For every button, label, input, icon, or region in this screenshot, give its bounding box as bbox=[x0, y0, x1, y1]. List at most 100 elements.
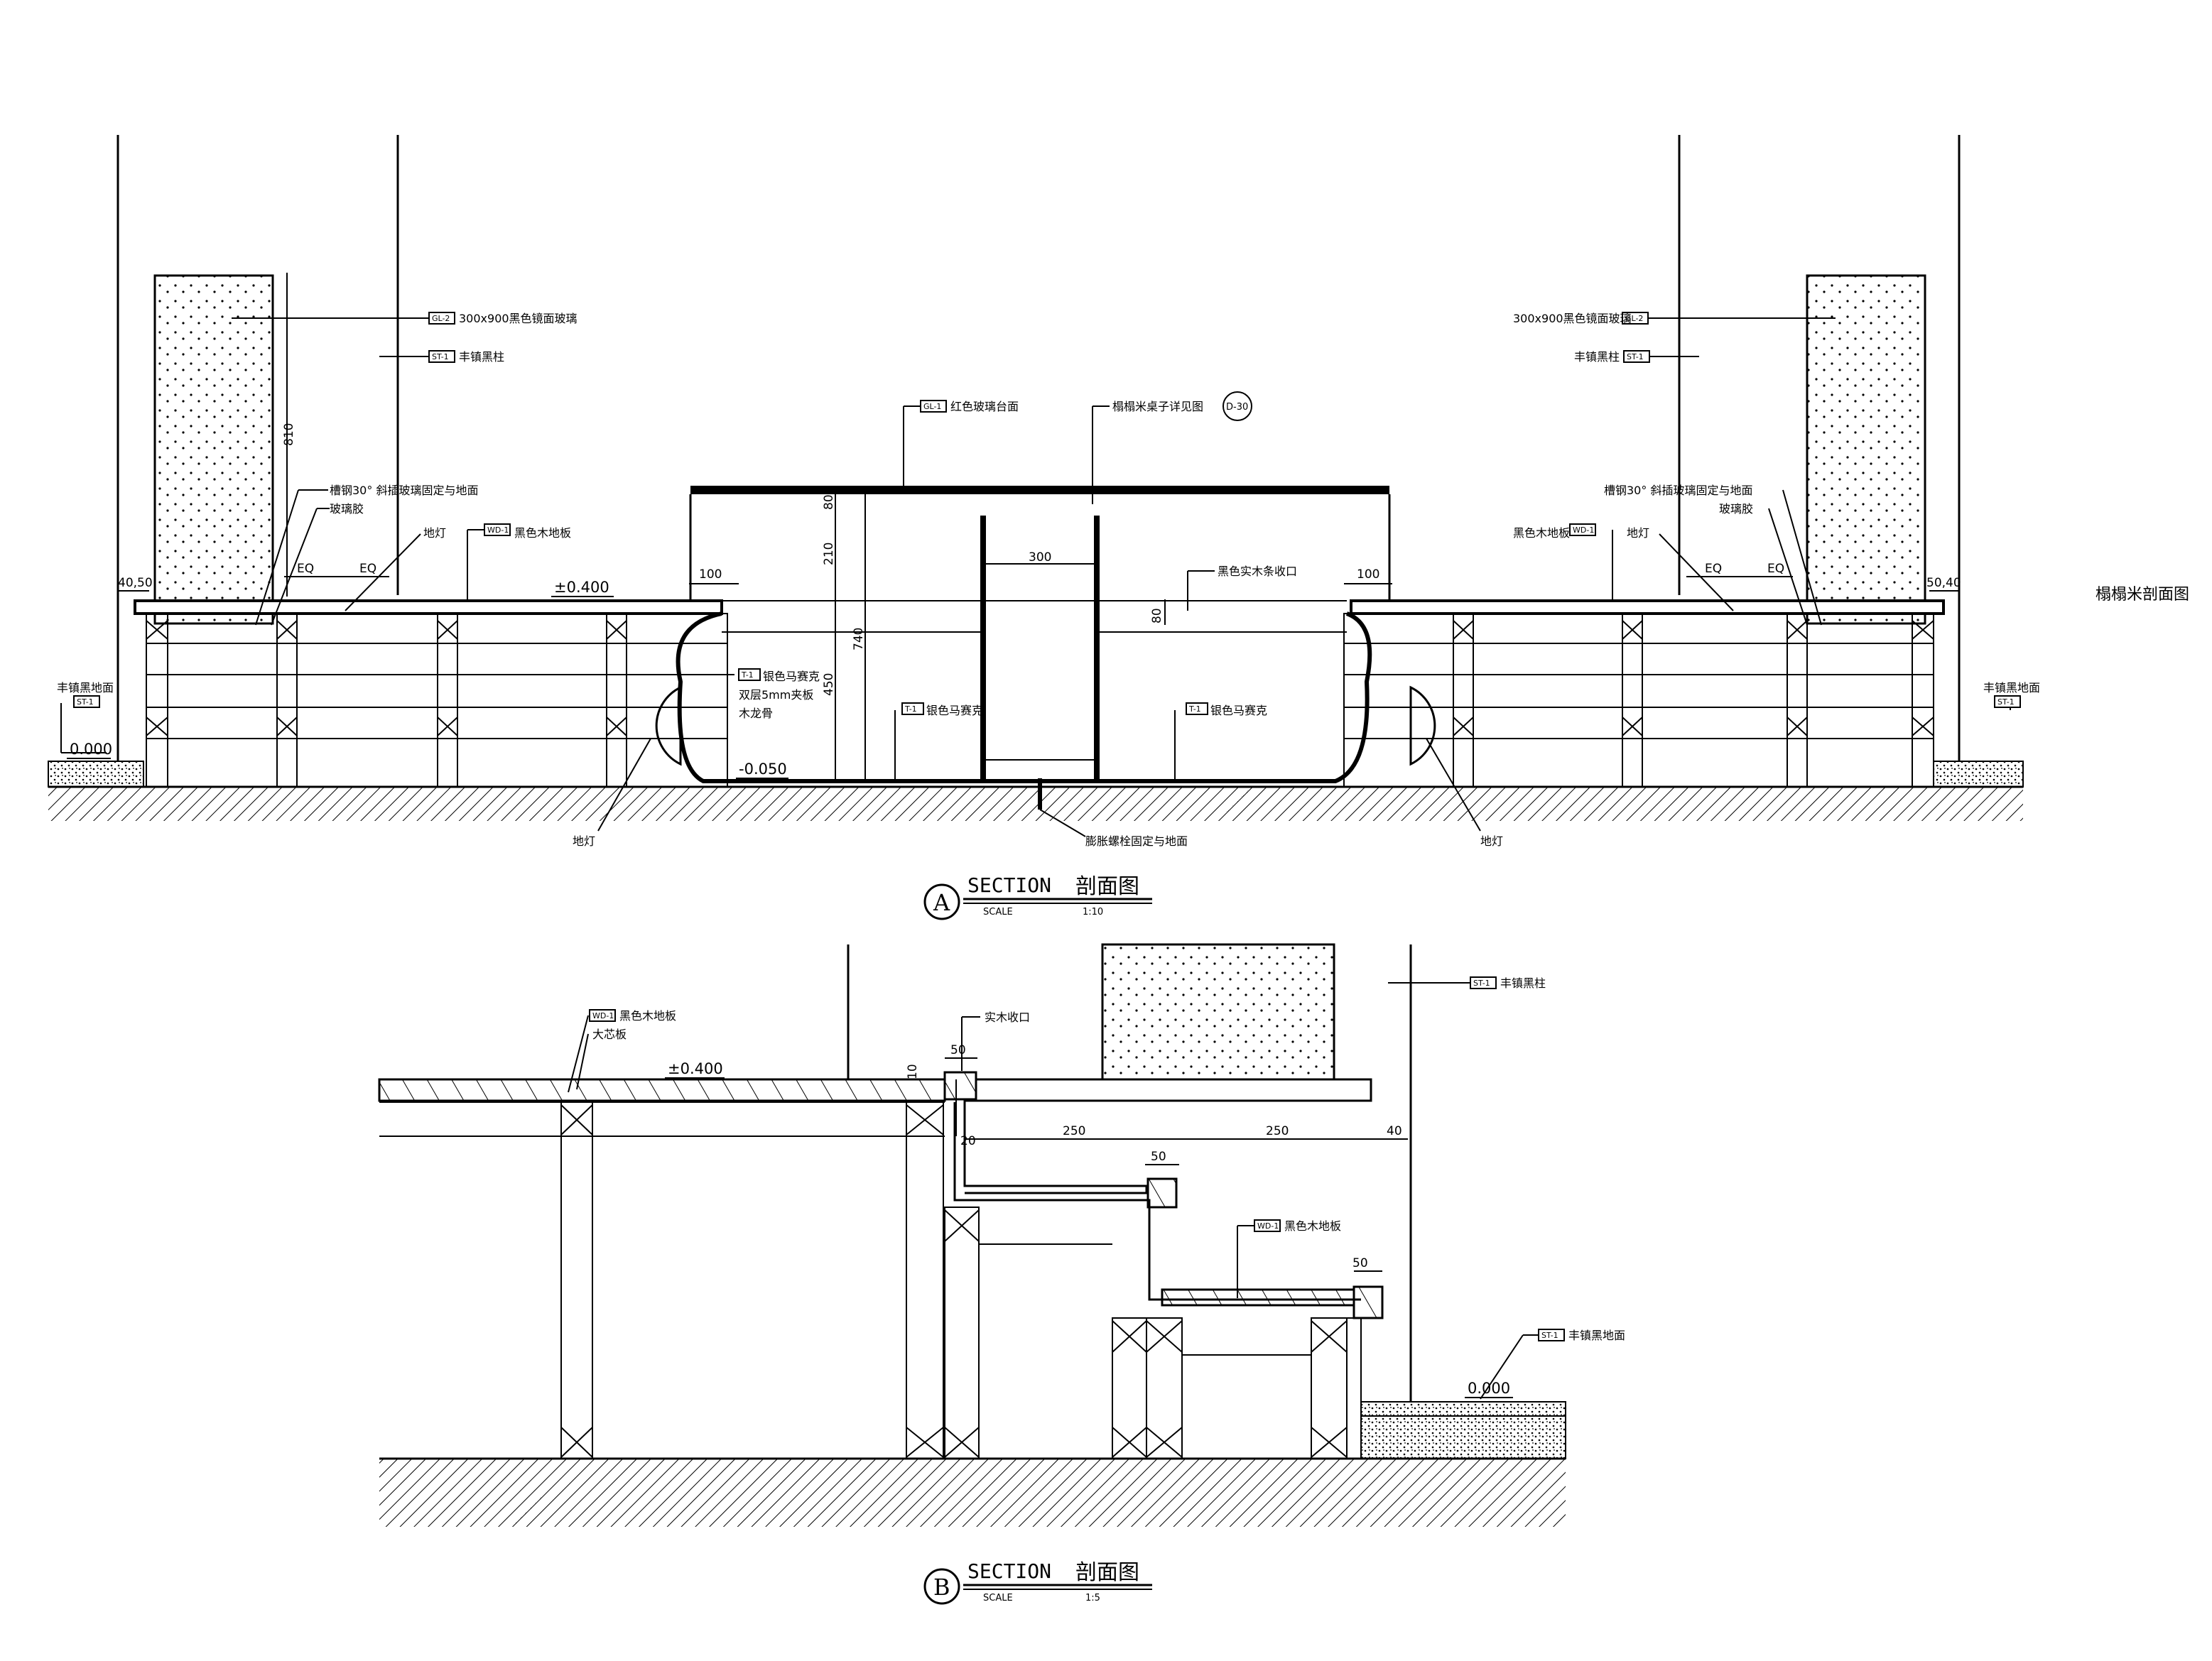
tag-gl2-right: GL-2 bbox=[1625, 314, 1643, 323]
label-mosaic-3: 银色马赛克 bbox=[1210, 704, 1267, 717]
tag-st1-ground-left: ST-1 bbox=[77, 697, 94, 707]
tag-wd1-right: WD-1 bbox=[1573, 525, 1594, 535]
tag-gl1: GL-1 bbox=[923, 402, 941, 411]
dim-eq-1: EQ bbox=[297, 562, 314, 576]
level-pit-a: -0.050 bbox=[739, 761, 787, 778]
scale-label-b: SCALE bbox=[983, 1593, 1013, 1603]
label-core-board: 大芯板 bbox=[592, 1028, 627, 1041]
dim-eq-2: EQ bbox=[359, 562, 376, 576]
dim-100-right: 100 bbox=[1357, 567, 1379, 582]
tag-t1-c: T-1 bbox=[1188, 704, 1201, 714]
frame-right bbox=[1343, 613, 1934, 788]
trim-b-2 bbox=[1146, 1177, 1178, 1209]
ground-hatch-b bbox=[379, 1459, 1566, 1527]
label-wood-floor-right: 黑色木地板 bbox=[1513, 526, 1570, 540]
dim-450: 450 bbox=[822, 673, 836, 696]
level-floor-a: ±0.400 bbox=[554, 579, 609, 596]
dimension-lines-a bbox=[118, 273, 1959, 780]
tag-gl2-left: GL-2 bbox=[432, 314, 450, 323]
leader-lines-a bbox=[60, 317, 2011, 837]
dim-b-40: 40 bbox=[1387, 1124, 1402, 1138]
label-table-ref: 榻榻米桌子详见图 bbox=[1112, 400, 1203, 413]
frame-left bbox=[146, 613, 728, 788]
label-light-bottom-right: 地灯 bbox=[1480, 834, 1503, 848]
label-glass-right: 300x900黑色镜面玻璃 bbox=[1513, 312, 1632, 325]
dim-740: 740 bbox=[852, 628, 866, 650]
levels-b: ±0.400 0.000 bbox=[665, 1060, 1513, 1398]
label-bolt: 膨胀螺栓固定与地面 bbox=[1085, 834, 1188, 848]
dim-210: 210 bbox=[822, 543, 836, 565]
dim-b-50a: 50 bbox=[950, 1043, 966, 1057]
title-a: SECTION bbox=[967, 873, 1051, 897]
label-side-title: 榻榻米剖面图 bbox=[2096, 586, 2189, 604]
tag-wd1-left: WD-1 bbox=[487, 525, 509, 535]
label-wood-floor-left: 黑色木地板 bbox=[514, 526, 571, 540]
ground-hatch-a bbox=[48, 787, 2023, 821]
dim-80-trim: 80 bbox=[1150, 608, 1164, 623]
label-wood-floor-b-1: 黑色木地板 bbox=[619, 1009, 676, 1023]
tag-st1-b-1: ST-1 bbox=[1473, 979, 1490, 988]
floor-light-left bbox=[655, 685, 682, 766]
label-column-right: 丰镇黑柱 bbox=[1574, 350, 1620, 364]
step-profile bbox=[963, 1078, 1372, 1194]
title-a-cn: 剖面图 bbox=[1075, 874, 1139, 899]
ground-finish-b bbox=[1360, 1401, 1566, 1459]
label-solid-trim: 实木收口 bbox=[985, 1011, 1030, 1024]
dim-edge-right: 50,40 bbox=[1926, 576, 1961, 590]
mirror-glass-b bbox=[1101, 943, 1335, 1081]
dim-b-50b: 50 bbox=[1151, 1150, 1166, 1164]
dim-300: 300 bbox=[1029, 550, 1051, 565]
label-mosaic-1: 银色马赛克 bbox=[763, 670, 820, 683]
levels-a: ±0.400 0.000 -0.050 bbox=[67, 579, 788, 779]
dimension-lines-b bbox=[945, 1057, 1408, 1272]
tags-a: GL-2 ST-1 GL-1 WD-1 GL-2 ST-1 WD-1 T-1 T… bbox=[73, 312, 2021, 715]
label-table-ref-detail: D-30 bbox=[1226, 402, 1248, 413]
section-marker-b-letter: B bbox=[933, 1574, 950, 1601]
label-ground-right: 丰镇黑地面 bbox=[1983, 681, 2040, 695]
floor-slab-right bbox=[1350, 599, 1945, 615]
labels-a: 300x900黑色镜面玻璃 丰镇黑柱 红色玻璃台面 榻榻米桌子详见图 D-30 … bbox=[57, 312, 2189, 848]
dims-a: 810 80 210 740 450 300 100 100 80 EQ EQ … bbox=[118, 423, 1961, 696]
dim-b-250a: 250 bbox=[1063, 1124, 1085, 1138]
tag-t1-b: T-1 bbox=[904, 704, 917, 714]
trim-b-1 bbox=[943, 1071, 977, 1101]
label-light-top-right: 地灯 bbox=[1627, 526, 1649, 540]
label-glue-right: 玻璃胶 bbox=[1719, 502, 1753, 516]
trim-b-3 bbox=[1352, 1285, 1384, 1319]
label-ground-left: 丰镇黑地面 bbox=[57, 681, 114, 695]
title-block-a: A SECTION 剖面图 SCALE 1:10 bbox=[923, 873, 1152, 920]
label-glue-left: 玻璃胶 bbox=[330, 502, 364, 516]
tag-st1-right: ST-1 bbox=[1627, 352, 1644, 361]
floor-slab-left bbox=[134, 599, 723, 615]
leader-lines-b bbox=[568, 982, 1539, 1400]
label-wood-floor-b-2: 黑色木地板 bbox=[1284, 1219, 1341, 1233]
dim-b-50c: 50 bbox=[1352, 1256, 1368, 1270]
dim-b-250b: 250 bbox=[1266, 1124, 1289, 1138]
tags-b: WD-1 ST-1 WD-1 ST-1 bbox=[589, 976, 1565, 1341]
floor-light-right bbox=[1409, 685, 1436, 766]
tag-t1-a: T-1 bbox=[741, 670, 754, 680]
dim-eq-3: EQ bbox=[1705, 562, 1722, 576]
floor-wood-b bbox=[378, 1078, 946, 1102]
label-mosaic-2: 银色马赛克 bbox=[926, 704, 983, 717]
label-column-b: 丰镇黑柱 bbox=[1500, 976, 1546, 990]
title-b-cn: 剖面图 bbox=[1075, 1560, 1139, 1585]
label-steel-left: 槽钢30° 斜插玻璃固定与地面 bbox=[330, 484, 478, 497]
dim-810: 810 bbox=[282, 423, 296, 446]
label-black-trim: 黑色实木条收口 bbox=[1218, 565, 1297, 578]
table-leg-right bbox=[1094, 516, 1100, 783]
label-ground-b: 丰镇黑地面 bbox=[1568, 1329, 1625, 1342]
section-marker-b bbox=[923, 1568, 960, 1605]
section-marker-a bbox=[923, 883, 960, 920]
level-zero-b: 0.000 bbox=[1468, 1380, 1510, 1397]
floor-wood-b-2 bbox=[1161, 1288, 1355, 1307]
label-glass-left: 300x900黑色镜面玻璃 bbox=[459, 312, 578, 325]
dim-b-20: 20 bbox=[960, 1134, 976, 1148]
label-column-left: 丰镇黑柱 bbox=[459, 350, 504, 364]
label-steel-right: 槽钢30° 斜插玻璃固定与地面 bbox=[1604, 484, 1752, 497]
label-red-glass: 红色玻璃台面 bbox=[950, 400, 1019, 413]
label-light-top-left: 地灯 bbox=[423, 526, 446, 540]
pit-curve-left bbox=[676, 611, 1372, 783]
table-leg-left bbox=[980, 516, 986, 783]
